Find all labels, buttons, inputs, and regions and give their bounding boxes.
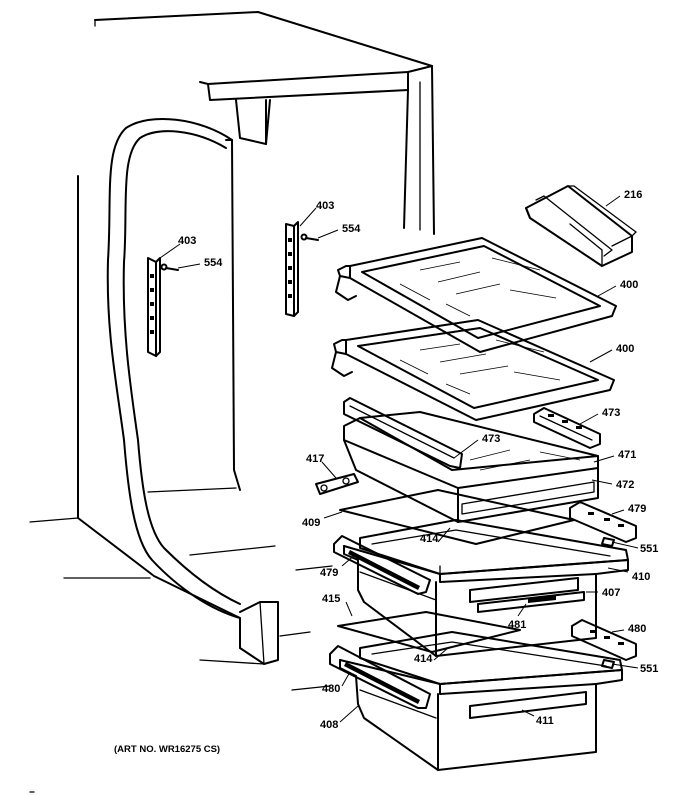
clip-551-upper [601, 537, 615, 547]
label-551-upper: 551 [640, 543, 658, 555]
slide-rail-473-right [533, 407, 601, 449]
deli-pan-471 [343, 411, 599, 523]
label-409: 409 [302, 517, 320, 529]
label-216: 216 [624, 189, 642, 201]
crisper-pan-408 [339, 659, 623, 771]
label-415: 415 [322, 593, 340, 605]
label-479-right: 479 [628, 503, 646, 515]
glass-shelf-400-upper [335, 237, 617, 353]
shelf-ladder-left [147, 257, 161, 357]
shelf-ladder-right [285, 221, 299, 317]
label-481: 481 [508, 619, 526, 631]
label-407: 407 [602, 587, 620, 599]
label-414-lower: 414 [414, 653, 433, 665]
handle-481 [469, 577, 585, 613]
screw-left [160, 263, 179, 271]
label-403-right: 403 [316, 200, 334, 212]
label-554-right: 554 [342, 223, 361, 235]
slide-rail-479-right [569, 501, 637, 543]
crisper-pan-407 [343, 545, 629, 657]
label-472: 472 [616, 479, 634, 491]
label-408: 408 [320, 719, 338, 731]
refrigerator-cabinet [29, 11, 435, 691]
label-471: 471 [618, 449, 636, 461]
label-400-upper: 400 [620, 279, 638, 291]
label-554-left: 554 [204, 257, 223, 269]
label-411: 411 [536, 715, 554, 727]
label-417: 417 [306, 453, 324, 465]
handle-411 [469, 691, 587, 719]
label-410: 410 [632, 571, 650, 583]
slide-rail-480-left [329, 645, 431, 709]
glass-shelf-400-lower [331, 319, 615, 421]
slide-rail-480-right [571, 619, 637, 661]
part-labels: 216 400 400 403 403 554 554 473 473 471 … [178, 189, 658, 731]
slide-rail-473-left [343, 397, 463, 469]
bin-216 [525, 185, 637, 267]
label-400-lower: 400 [616, 343, 634, 355]
label-480-left: 480 [322, 683, 340, 695]
label-403-left: 403 [178, 235, 196, 247]
screw-right [300, 233, 319, 241]
label-414-upper: 414 [420, 533, 439, 545]
leader-lines [159, 195, 639, 723]
clip-551-lower [601, 659, 615, 669]
label-473-left: 473 [482, 433, 500, 445]
rail-417 [315, 473, 359, 495]
cover-415 [337, 611, 521, 653]
label-551-lower: 551 [640, 663, 658, 675]
label-480-right: 480 [628, 623, 646, 635]
label-479-left: 479 [320, 567, 338, 579]
slide-rail-479-left [333, 535, 431, 595]
insulation-cutaway [106, 117, 241, 619]
art-number: (ART NO. WR16275 CS) [114, 744, 220, 755]
label-473-right: 473 [602, 407, 620, 419]
